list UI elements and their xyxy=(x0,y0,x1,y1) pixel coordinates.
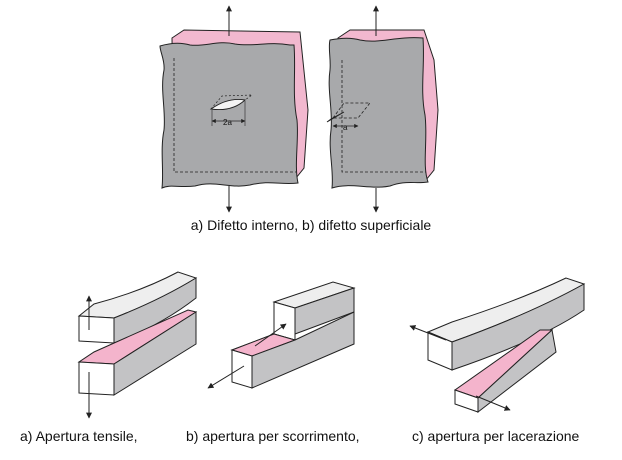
internal-crack-hidden xyxy=(210,94,254,110)
tensile-lower-front xyxy=(78,361,115,396)
plate-right-face xyxy=(328,37,429,189)
tearing-arrow-upper xyxy=(409,325,447,341)
plate-right-hidden xyxy=(332,60,426,173)
label-2a: 2a xyxy=(223,118,232,127)
surface-defect-plate: a xyxy=(326,5,439,213)
sliding-lower-side xyxy=(251,311,355,389)
tearing-lower-side xyxy=(477,329,557,414)
tearing-upper-side xyxy=(451,283,585,371)
internal-crack xyxy=(209,98,246,111)
surface-notch xyxy=(326,111,345,123)
caption-sliding: b) apertura per scorrimento, xyxy=(186,428,360,444)
sliding-upper-front xyxy=(273,301,296,341)
internal-defect-plate: 2a xyxy=(159,5,309,213)
caption-tearing: c) apertura per lacerazione xyxy=(412,428,580,444)
sliding-lower-front xyxy=(231,349,253,389)
tearing-opening-block xyxy=(409,277,586,414)
label-a: a xyxy=(343,123,348,132)
tearing-arrow-lower xyxy=(475,395,511,411)
tensile-opening-block xyxy=(77,271,198,419)
plate-left-hidden xyxy=(173,58,296,173)
sliding-opening-block xyxy=(207,281,356,389)
sliding-arrow-up xyxy=(254,323,287,347)
top-caption: a) Difetto interno, b) difetto superfici… xyxy=(190,217,432,233)
plate-left-face xyxy=(159,42,299,189)
caption-tensile: a) Apertura tensile, xyxy=(20,428,138,444)
tensile-upper-front xyxy=(78,315,115,344)
tensile-lower-side xyxy=(113,311,197,396)
sliding-arrow-down xyxy=(207,365,245,389)
